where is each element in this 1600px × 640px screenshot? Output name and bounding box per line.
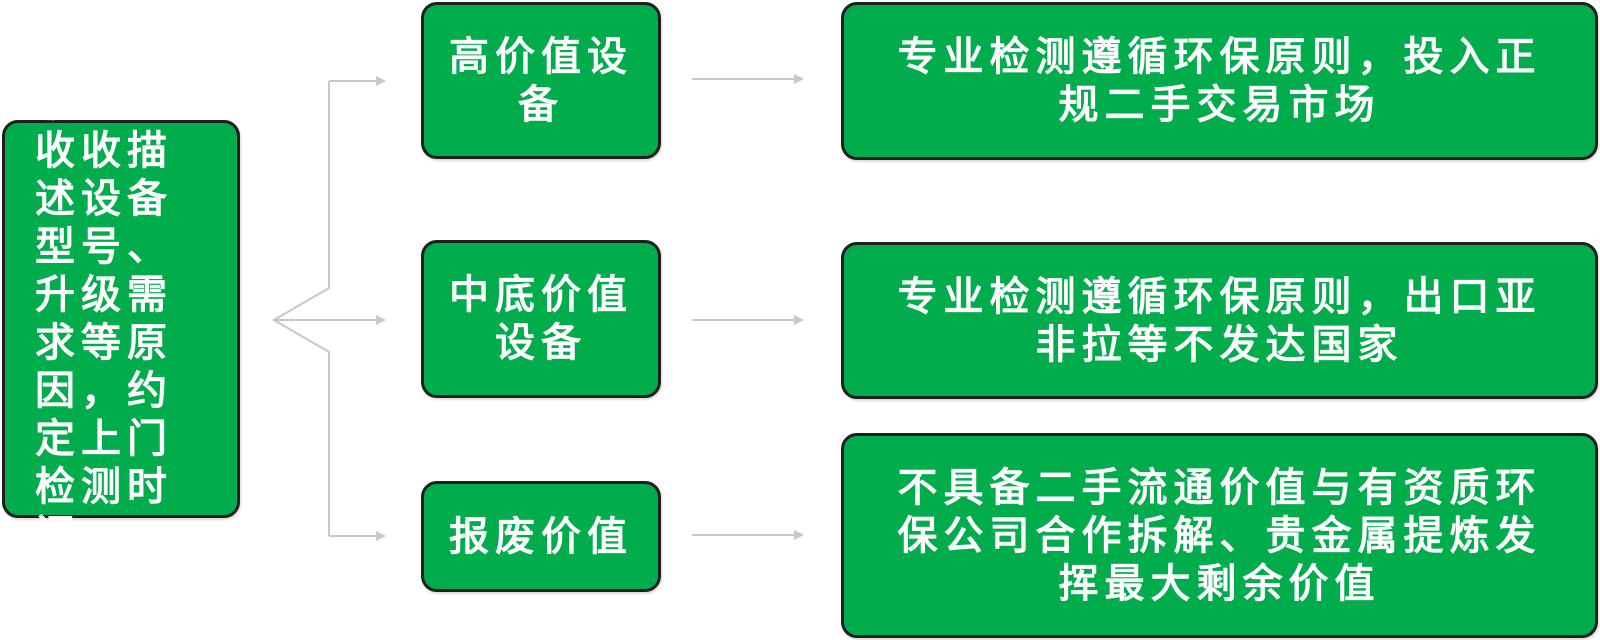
source-step-text: 联系企收收描述设备型号、升级需求等原因，约定上门检测时间 [35,80,173,558]
category-mid-value-label: 中底价值设备 [449,272,633,366]
result-mid-value-text: 专业检测遵循环保原则，出口亚非拉等不发达国家 [897,273,1542,368]
result-mid-value-box: 专业检测遵循环保原则，出口亚非拉等不发达国家 [841,242,1598,399]
category-high-value-box: 高价值设备 [421,2,661,159]
category-scrap-value-box: 报废价值 [421,481,661,592]
result-high-value-box: 专业检测遵循环保原则，投入正规二手交易市场 [841,2,1598,160]
result-scrap-value-text: 不具备二手流通价值与有资质环保公司合作拆解、贵金属提炼发挥最大剩余价值 [897,464,1542,607]
result-scrap-value-box: 不具备二手流通价值与有资质环保公司合作拆解、贵金属提炼发挥最大剩余价值 [841,433,1598,638]
category-mid-value-box: 中底价值设备 [421,240,661,398]
result-high-value-text: 专业检测遵循环保原则，投入正规二手交易市场 [897,34,1542,128]
branch-bracket [272,81,330,536]
source-step-box: 联系企收收描述设备型号、升级需求等原因，约定上门检测时间 [2,80,240,558]
category-scrap-value-label: 报废价值 [449,513,633,560]
category-high-value-label: 高价值设备 [449,33,633,128]
